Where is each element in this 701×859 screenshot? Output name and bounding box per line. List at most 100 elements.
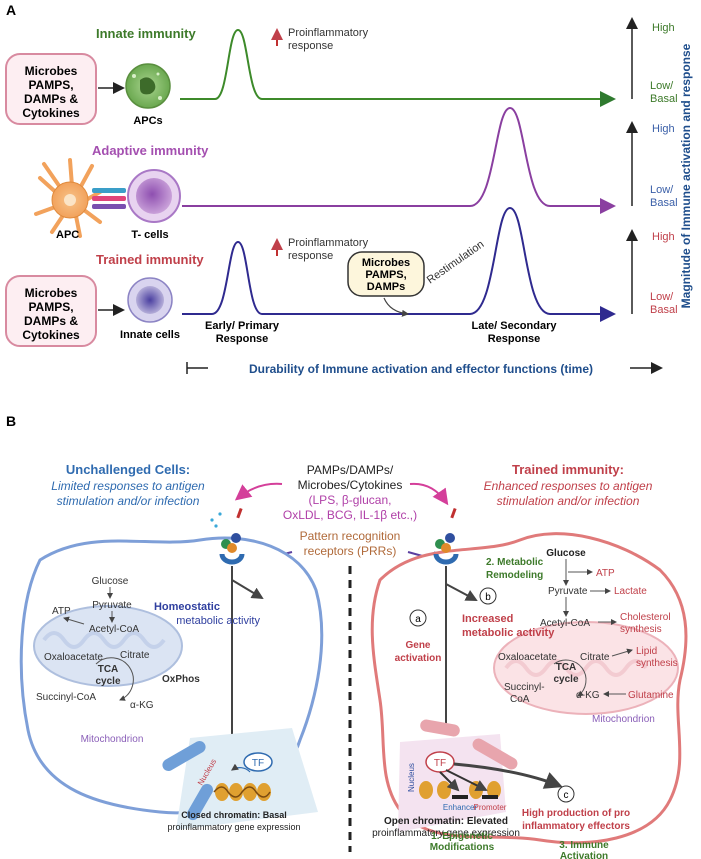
left-tf-label: TF (252, 758, 264, 769)
right-citrate: Citrate (580, 652, 610, 663)
enhancer-label: Enhancer (443, 803, 478, 812)
innate-cells-label: Innate cells (120, 329, 180, 341)
stimulus-line: Cytokines (22, 106, 80, 120)
right-sub-1: Enhanced responses to antigen (484, 479, 653, 493)
right-chol-2: synthesis (620, 624, 662, 635)
left-glucose: Glucose (92, 576, 129, 587)
left-tca-1: TCA (98, 664, 119, 675)
apc-label: APC (56, 229, 79, 241)
stimulus-line: PAMPS, (28, 300, 73, 314)
left-atp: ATP (52, 606, 71, 617)
left-citrate: Citrate (120, 650, 150, 661)
left-tca-2: cycle (95, 676, 120, 687)
left-prr-icon (210, 507, 245, 565)
right-gene-2: activation (395, 653, 442, 664)
restimulation-label: Restimulation (425, 238, 486, 286)
restim-line: PAMPS, (365, 269, 406, 281)
trained-low-2: Basal (650, 304, 678, 316)
circle-c-label: c (564, 790, 569, 801)
left-chromatin-2: proinflammatory gene expression (167, 822, 300, 832)
arrow (445, 583, 478, 601)
right-glucose: Glucose (546, 548, 586, 559)
late-response-1: Late/ Secondary (472, 320, 558, 332)
right-high-2: inflammatory effectors (522, 821, 630, 832)
right-remod-2: Remodeling (486, 570, 543, 581)
innate-response-2: response (288, 40, 333, 52)
prr-line-2: receptors (PRRs) (304, 544, 397, 558)
adaptive-low-2: Basal (650, 197, 678, 209)
trained-low-1: Low/ (650, 291, 674, 303)
right-acetyl: Acetyl-CoA (540, 618, 590, 629)
receptor-icon (92, 188, 126, 209)
center-line-2: Microbes/Cytokines (298, 478, 403, 492)
right-immune-2: Activation (560, 851, 608, 859)
innate-low-1: Low/ (650, 80, 674, 92)
restim-line: Microbes (362, 257, 410, 269)
arrow (231, 579, 264, 600)
innate-response-1: Proinflammatory (288, 27, 369, 39)
right-chromatin-1: Open chromatin: Elevated (384, 816, 508, 827)
trained-response-2: response (288, 250, 333, 262)
center-line-4: OxLDL, BCG, IL-1β etc.,) (283, 508, 417, 522)
adaptive-title: Adaptive immunity (92, 143, 209, 158)
left-sub-2: stimulation and/or infection (57, 494, 200, 508)
right-prr-icon (433, 507, 459, 565)
right-nucleus-label: Nucleus (407, 763, 416, 792)
innate-title: Innate immunity (96, 26, 196, 41)
promoter-label: Promoter (474, 803, 507, 812)
left-chromatin-icon (213, 783, 271, 801)
adaptive-high: High (652, 123, 675, 135)
left-homeo-1: Homeostatic (154, 601, 220, 613)
stimulus-line: Microbes (25, 286, 78, 300)
right-succinyl-2: CoA (510, 694, 530, 705)
left-title: Unchallenged Cells: (66, 462, 190, 477)
panel-b-label: B (6, 413, 16, 429)
restim-line: DAMPs (367, 281, 406, 293)
right-lactate: Lactate (614, 586, 647, 597)
prr-line-1: Pattern recognition (300, 529, 401, 543)
circle-b-label: b (485, 592, 491, 603)
right-high-1: High production of pro (522, 808, 630, 819)
right-oxalo: Oxaloacetate (498, 652, 557, 663)
right-chromatin-2: proinflammatory gene expression (372, 828, 520, 839)
left-succinyl: Succinyl-CoA (36, 692, 96, 703)
left-mito-label: Mitochondrion (81, 734, 144, 745)
stimulus-box-innate (5, 53, 97, 125)
right-sub-2: stimulation and/or infection (497, 494, 640, 508)
circle-b (479, 587, 497, 605)
right-succinyl-1: Succinyl- (504, 682, 545, 693)
right-incr-1: Increased (462, 613, 513, 625)
apcs-label: APCs (133, 115, 162, 127)
right-akg: α-KG (576, 690, 600, 701)
left-pyruvate: Pyruvate (92, 600, 132, 611)
right-lipid-2: synthesis (636, 658, 678, 669)
innate-cell-icon (127, 277, 173, 323)
left-nucleus-area (176, 728, 318, 830)
circle-a-label: a (415, 614, 421, 625)
right-immune-1: 3. Immune (559, 840, 609, 851)
innate-low-2: Basal (650, 93, 678, 105)
left-chromatin-1: Closed chromatin: Basal (181, 810, 287, 820)
stimulus-line: PAMPS, (28, 78, 73, 92)
right-epi-2: Modifications (430, 842, 495, 853)
left-akg: α-KG (130, 700, 154, 711)
stimulus-line: Cytokines (22, 328, 80, 342)
right-lipid-1: Lipid (636, 646, 657, 657)
panel-a-label: A (6, 2, 16, 18)
right-tca-1: TCA (556, 662, 577, 673)
right-chol-1: Cholesterol (620, 612, 671, 623)
stimulus-box-trained (5, 275, 97, 347)
stimulus-line: DAMPs & (24, 92, 78, 106)
trained-curve (182, 206, 616, 322)
right-epi-1: 1. Epigenetic (431, 831, 493, 842)
right-gene-1: Gene (405, 640, 430, 651)
innate-curve (180, 28, 616, 107)
right-mito-label: Mitochondrion (592, 714, 655, 725)
right-title: Trained immunity: (512, 462, 624, 477)
left-tf-icon (243, 752, 273, 772)
arrow (383, 297, 410, 317)
right-atp: ATP (596, 568, 615, 579)
right-tca-2: cycle (553, 674, 578, 685)
left-homeo-2: metabolic activity (176, 615, 260, 627)
